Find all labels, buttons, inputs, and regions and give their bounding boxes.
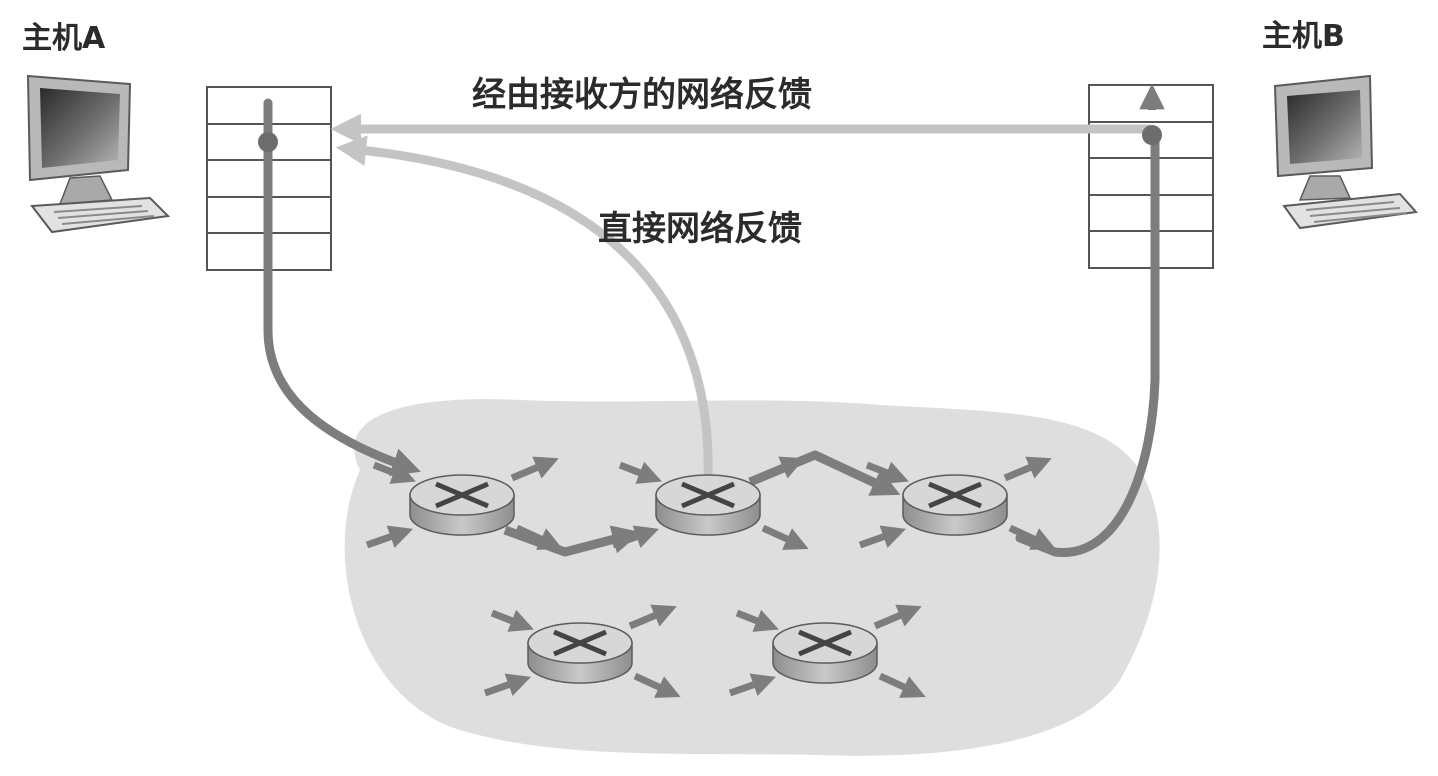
direct-feedback-arrow xyxy=(335,135,713,479)
feedback-via-receiver-label: 经由接收方的网络反馈 xyxy=(472,75,812,115)
host-a-label: 主机A xyxy=(22,21,106,56)
host-b-label: 主机B xyxy=(1262,19,1345,54)
data-path-arrow xyxy=(263,98,421,476)
direct-feedback-label: 直接网络反馈 xyxy=(598,209,802,249)
router-icon xyxy=(611,456,809,550)
router-icon xyxy=(483,604,681,698)
receiver-queue-dot xyxy=(1142,125,1162,145)
host-b-computer-icon xyxy=(1273,74,1418,230)
router-icon xyxy=(858,456,1056,550)
data-path-segment xyxy=(503,525,642,557)
sender-queue-dot xyxy=(258,132,278,152)
data-path-to-receiver xyxy=(1015,135,1160,557)
router-icon xyxy=(728,604,926,698)
host-a-computer-icon xyxy=(26,74,171,234)
network-cloud xyxy=(344,399,1160,756)
router-icon xyxy=(365,456,563,550)
